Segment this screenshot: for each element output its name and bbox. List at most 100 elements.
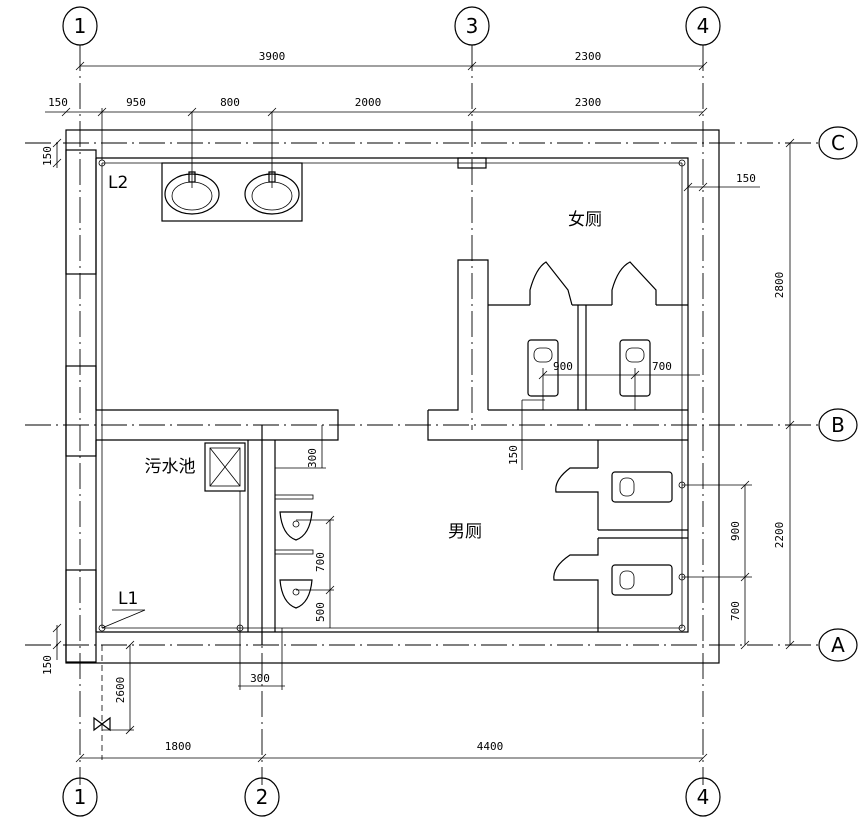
- tick: [785, 640, 795, 650]
- tick: [785, 420, 795, 430]
- axis-bubble-4-bottom: [685, 777, 721, 817]
- tick: [698, 182, 708, 192]
- axis-label-1-top: 1: [74, 14, 87, 38]
- door-swing-1: [529, 261, 573, 306]
- pipe-L1-riser: [98, 624, 106, 632]
- axis-label-A: A: [831, 633, 845, 657]
- axis-label-C: C: [831, 131, 845, 155]
- tick: [325, 585, 335, 595]
- axis-3-wall-marker: [457, 157, 487, 169]
- dim-2200: 2200: [773, 522, 786, 549]
- mop-sink-inner: [209, 447, 241, 487]
- label-womens-toilet: 女厕: [568, 210, 602, 230]
- axis-bubble-2: [244, 777, 280, 817]
- exterior-wall-outer: [65, 129, 720, 664]
- mop-sink: [204, 442, 246, 632]
- urinal-screen-2: [274, 549, 314, 555]
- tick: [75, 61, 85, 71]
- axis-label-2: 2: [256, 785, 269, 809]
- vanity-counter: [161, 162, 303, 222]
- faucet-2-icon: [268, 171, 276, 183]
- axis-label-3: 3: [466, 14, 479, 38]
- tick: [325, 515, 335, 525]
- dim-150-right: 150: [736, 172, 756, 185]
- axis-label-4-bottom: 4: [697, 785, 710, 809]
- tick: [740, 480, 750, 490]
- label-pipe-L1: L1: [118, 589, 138, 609]
- wash-basins: [161, 112, 303, 222]
- tick: [698, 107, 708, 117]
- tick: [257, 753, 267, 763]
- tick: [538, 370, 548, 380]
- dim-150-top: 150: [48, 96, 68, 109]
- urinal-1: [279, 511, 313, 541]
- dimension-text: 3900 2300 150 950 800 2000 2300 1800 440…: [41, 50, 786, 753]
- axis-bubble-1-bottom: [62, 777, 98, 817]
- squat-toilet-m2: [611, 564, 673, 596]
- tick: [267, 107, 277, 117]
- tick: [125, 640, 135, 650]
- dim-150-center: 150: [507, 445, 520, 465]
- squat-toilet-m1-bowl: [619, 477, 635, 497]
- dim-800: 800: [220, 96, 240, 109]
- squat-toilet-w2-bowl: [625, 347, 645, 363]
- pipe-L1-leader: [101, 609, 146, 629]
- m-door-swing-1: [555, 467, 599, 530]
- tick: [61, 107, 71, 117]
- axis-label-1-bottom: 1: [74, 785, 87, 809]
- axis-bubble-4-top: [685, 6, 721, 46]
- axis-bubbles: 1 3 4 1 2 4 C B A: [62, 6, 858, 817]
- tick: [698, 61, 708, 71]
- pipe-corner-se: [678, 624, 686, 632]
- squat-toilet-m1: [611, 471, 673, 503]
- tick: [467, 61, 477, 71]
- dim-150-left-top: 150: [41, 146, 54, 166]
- grid-axes: [25, 45, 820, 785]
- tick: [52, 138, 62, 148]
- label-mop-sink: 污水池: [145, 457, 196, 477]
- pipe-corner-ne: [678, 159, 686, 167]
- axis-bubble-B: [818, 408, 858, 442]
- tick: [187, 107, 197, 117]
- tick: [630, 370, 640, 380]
- dim-950: 950: [126, 96, 146, 109]
- label-pipe-L2: L2: [108, 173, 128, 193]
- west-window-lower: [65, 569, 97, 663]
- tick: [740, 640, 750, 650]
- dim-3900: 3900: [259, 50, 286, 63]
- dim-2800: 2800: [773, 272, 786, 299]
- dim-4400: 4400: [477, 740, 504, 753]
- door-swing-2: [611, 261, 657, 305]
- urinal-2-drain: [292, 588, 300, 596]
- tick: [52, 158, 62, 168]
- axis-bubble-1-top: [62, 6, 98, 46]
- tick: [740, 572, 750, 582]
- partition-wall-3: [428, 259, 489, 411]
- axis-bubble-C: [818, 126, 858, 160]
- tick: [52, 640, 62, 650]
- tick: [75, 753, 85, 763]
- tick: [683, 182, 693, 192]
- room-labels: 女厕 男厕 污水池 L1 L2: [108, 173, 602, 609]
- axis-bubble-A: [818, 628, 858, 662]
- exterior-wall-inner: [96, 157, 689, 633]
- dim-700-women: 700: [652, 360, 672, 373]
- dim-900-women: 900: [553, 360, 573, 373]
- womens-stalls: [488, 261, 688, 410]
- axis-label-B: B: [831, 413, 845, 437]
- west-window-middle: [65, 365, 97, 457]
- m-door-swing-2: [553, 538, 599, 632]
- dim-700-urinal: 700: [314, 552, 327, 572]
- dim-500: 500: [314, 602, 327, 622]
- squat-toilet-m2-bowl: [619, 570, 635, 590]
- dim-300-bottom: 300: [250, 672, 270, 685]
- mop-sink-outer: [204, 442, 246, 492]
- valve-icon: [93, 716, 111, 732]
- dim-300-mid: 300: [306, 448, 319, 468]
- pipes: [93, 159, 686, 760]
- partition-wall-B-left: [96, 409, 339, 441]
- tick: [467, 107, 477, 117]
- walls: [65, 129, 720, 664]
- axis-label-4-top: 4: [697, 14, 710, 38]
